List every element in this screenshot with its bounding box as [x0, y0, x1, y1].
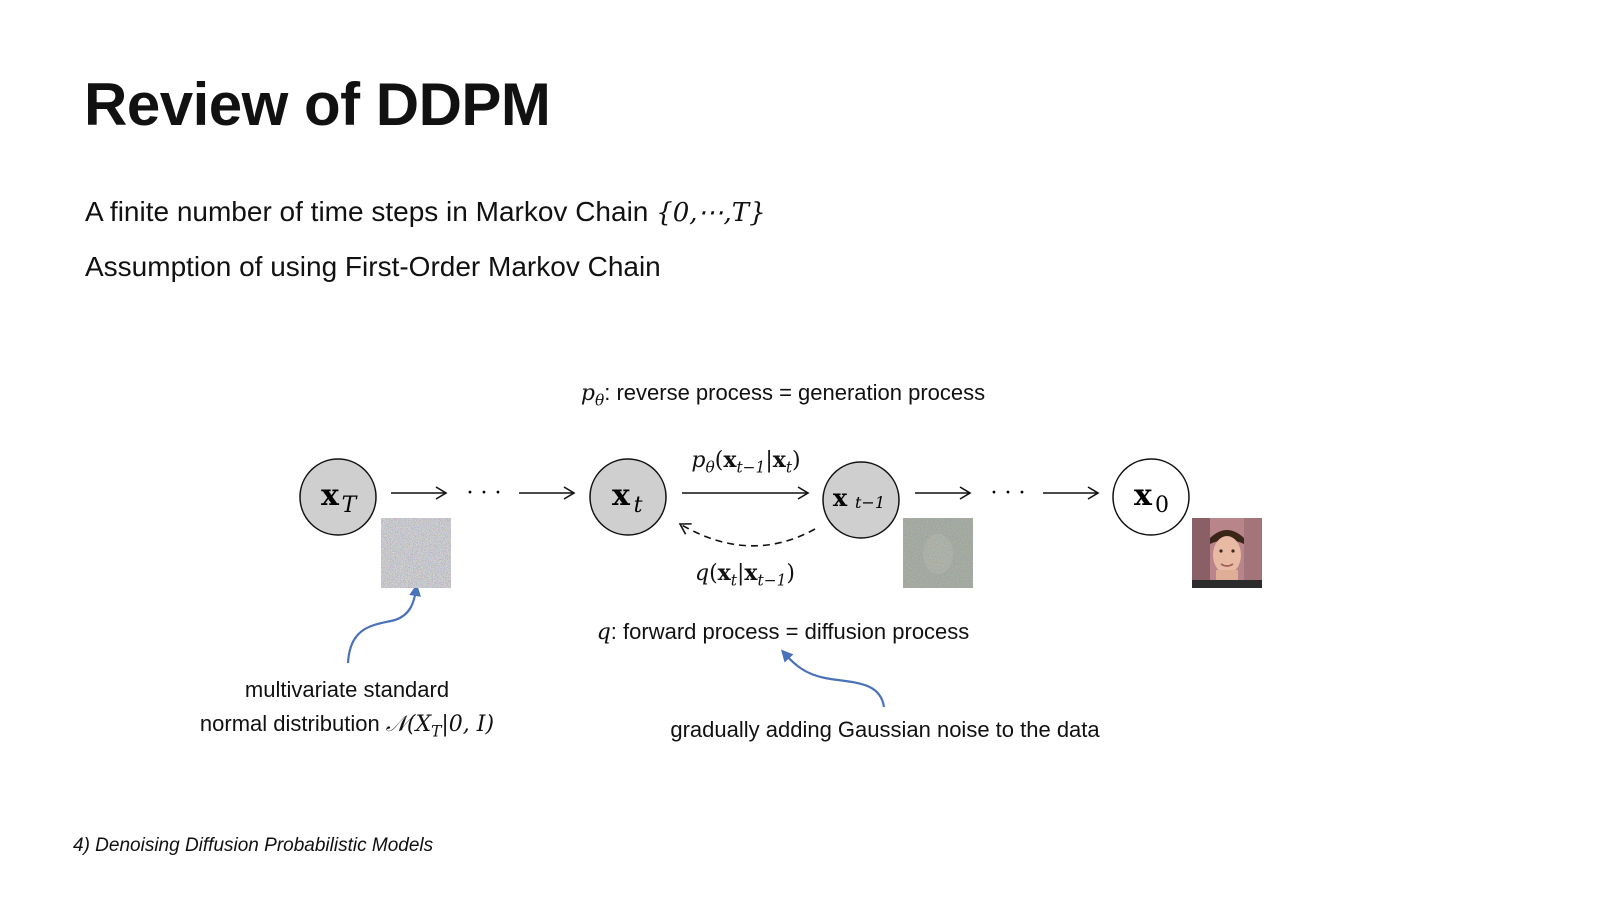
annotation-arrow-noise [346, 584, 422, 664]
reverse-process-label: pθ: reverse process = generation process [580, 380, 986, 410]
reverse-edge-label: pθ(xt−1|xt) [691, 447, 801, 477]
bullet-math-set: {0,⋯,T} [656, 198, 766, 228]
annotation-gaussian-noise: gradually adding Gaussian noise to the d… [670, 717, 1100, 742]
svg-text:T: T [342, 493, 359, 518]
p-theta-symbol: pθ [580, 381, 605, 410]
ellipsis-right: · · · [991, 481, 1026, 506]
node-x0: x 0 [1112, 458, 1190, 536]
svg-text:t: t [634, 493, 643, 518]
forward-process-label: q: forward process = diffusion process [596, 619, 970, 645]
svg-text:x: x [1134, 478, 1153, 513]
annotation-arrow-forward [780, 649, 886, 708]
ellipsis-left: · · · [467, 481, 502, 506]
slide-footer: 4) Denoising Diffusion Probabilistic Mod… [73, 835, 434, 856]
noisy-face-image [903, 518, 973, 588]
bullet-time-steps: A finite number of time steps in Markov … [85, 196, 766, 228]
bullet-text: Assumption of using First-Order Markov C… [85, 251, 661, 282]
svg-text:x: x [833, 483, 848, 512]
node-xt: x t [589, 458, 667, 536]
bullet-text: A finite number of time steps in Markov … [85, 196, 657, 227]
clean-face-image [1192, 518, 1262, 588]
forward-edge-label: q(xt|xt−1) [694, 560, 796, 590]
svg-text:t−1: t−1 [855, 493, 885, 512]
bullet-first-order-assumption: Assumption of using First-Order Markov C… [85, 251, 661, 283]
chain-arrows: · · · · · · [391, 481, 1100, 547]
svg-text:0: 0 [1155, 493, 1169, 518]
q-symbol: q [596, 620, 611, 645]
svg-text:x: x [612, 478, 631, 513]
normal-distribution-math: 𝒩(XT|0, I) [385, 712, 495, 741]
pure-noise-image [381, 518, 451, 588]
slide-title: Review of DDPM [84, 71, 551, 138]
annotation-normal-distribution: multivariate standard normal distributio… [199, 677, 495, 741]
node-xT: x T [299, 458, 377, 536]
node-xt-minus-1: x t−1 [822, 461, 900, 539]
svg-text:x: x [321, 478, 340, 513]
